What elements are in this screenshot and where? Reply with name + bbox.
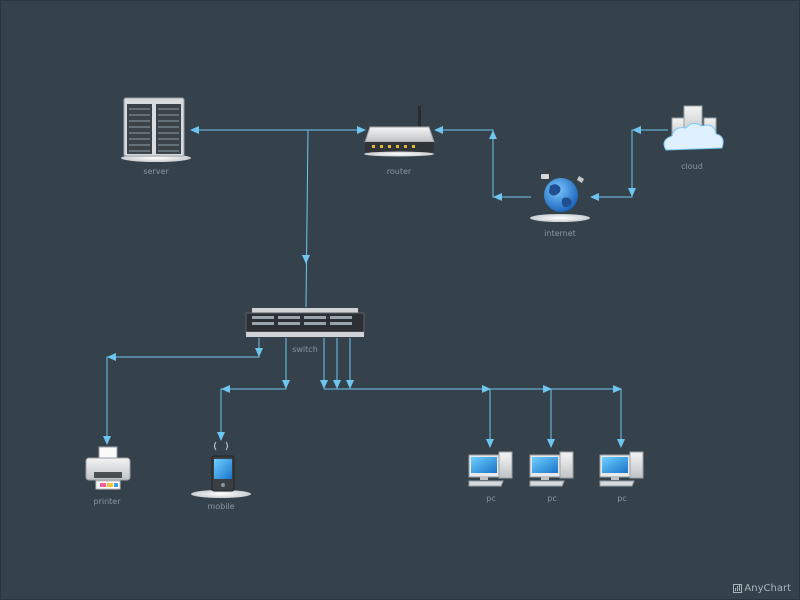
arrowhead [346,380,354,389]
arrowhead [493,193,502,201]
label-pc-2: pc [547,494,557,503]
arrowhead [613,385,622,393]
arrowhead [632,126,641,134]
connector-switch-mobile [220,338,287,440]
label-printer: printer [93,497,121,506]
label-router: router [386,167,412,176]
arrowhead [217,432,225,441]
network-switch-icon[interactable] [245,308,365,337]
desktop-pc-icon[interactable] [468,451,513,487]
arrowhead [320,380,328,389]
arrowhead [221,385,230,393]
arrowhead [107,353,116,361]
arrowhead [302,255,310,264]
arrowhead [282,380,290,389]
label-cloud: cloud [681,162,703,171]
connector-switch-pcs [323,338,621,390]
arrowhead [489,130,497,139]
desktop-pc-icon[interactable] [529,451,574,487]
server-rack-icon[interactable] [121,97,191,162]
connector-switch-printer [106,338,260,444]
connector-pc-drops [489,389,622,447]
label-mobile: mobile [207,502,235,511]
label-pc-3: pc [617,494,627,503]
arrowhead [590,193,599,201]
cloud-server-icon[interactable] [663,105,724,151]
arrowhead [617,439,625,448]
connectors [106,129,668,447]
anychart-credit[interactable]: AnyChart [733,583,791,594]
router-icon[interactable] [364,106,435,157]
arrowhead [482,385,491,393]
arrowhead [333,380,341,389]
credit-text: AnyChart [744,583,791,594]
label-pc-1: pc [486,494,496,503]
connector-trunk-switch [305,129,309,308]
label-switch: switch [292,345,318,354]
mobile-phone-icon[interactable] [191,441,251,498]
arrowhead [190,126,199,134]
arrowhead [357,126,366,134]
arrowhead [628,188,636,197]
arrowhead [103,436,111,445]
label-server: server [143,167,169,176]
connector-internet-cloud [591,129,668,198]
arrowhead [255,348,263,357]
arrowhead [434,126,443,134]
label-internet: internet [544,229,576,238]
globe-icon[interactable] [530,174,590,222]
printer-icon[interactable] [85,446,131,490]
chart-logo-icon [733,584,743,593]
arrowhead [543,385,552,393]
arrowhead [547,439,555,448]
arrowhead [486,439,494,448]
arrowheads [103,126,641,448]
desktop-pc-icon[interactable] [599,451,644,487]
connector-router-internet [435,129,531,198]
